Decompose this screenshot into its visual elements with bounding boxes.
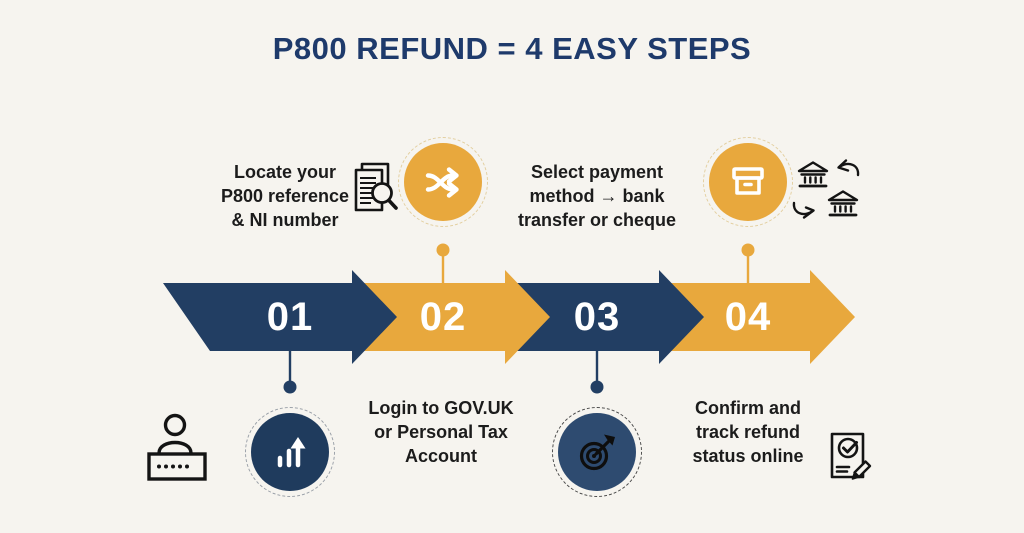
storage-box-icon (732, 167, 764, 195)
page-title: P800 REFUND = 4 EASY STEPS (272, 31, 752, 66)
person-password-icon (145, 412, 209, 482)
step2-label: Login to GOV.UK or Personal Tax Account (368, 398, 514, 466)
target-dart-icon (579, 434, 615, 471)
step1-indicator-circle (245, 407, 335, 497)
connector-dot-step2 (436, 243, 450, 257)
bank-transfer-icon (790, 158, 862, 220)
arrow-step1 (163, 270, 397, 364)
connector-dot-step3 (590, 380, 604, 394)
step3-label: Select payment method → bank transfer or… (517, 162, 677, 230)
step4-indicator-circle (703, 137, 793, 227)
growth-chart-icon (277, 437, 306, 468)
document-check-pencil-icon (826, 429, 876, 483)
step-number-02: 02 (419, 295, 467, 339)
step2-indicator-circle (398, 137, 488, 227)
step-number-01: 01 (266, 295, 314, 339)
connector-dot-step4 (741, 243, 755, 257)
step4-label: Confirm and track refund status online (692, 398, 804, 466)
connector-dot-step1 (283, 380, 297, 394)
arrow-step3 (470, 270, 704, 364)
step-number-03: 03 (573, 295, 621, 339)
documents-magnifier-icon (349, 161, 401, 217)
step3-indicator-circle (552, 407, 642, 497)
shuffle-arrows-icon (425, 167, 459, 198)
step1-label: Locate your P800 reference & NI number (220, 162, 350, 230)
step-number-04: 04 (724, 295, 772, 339)
